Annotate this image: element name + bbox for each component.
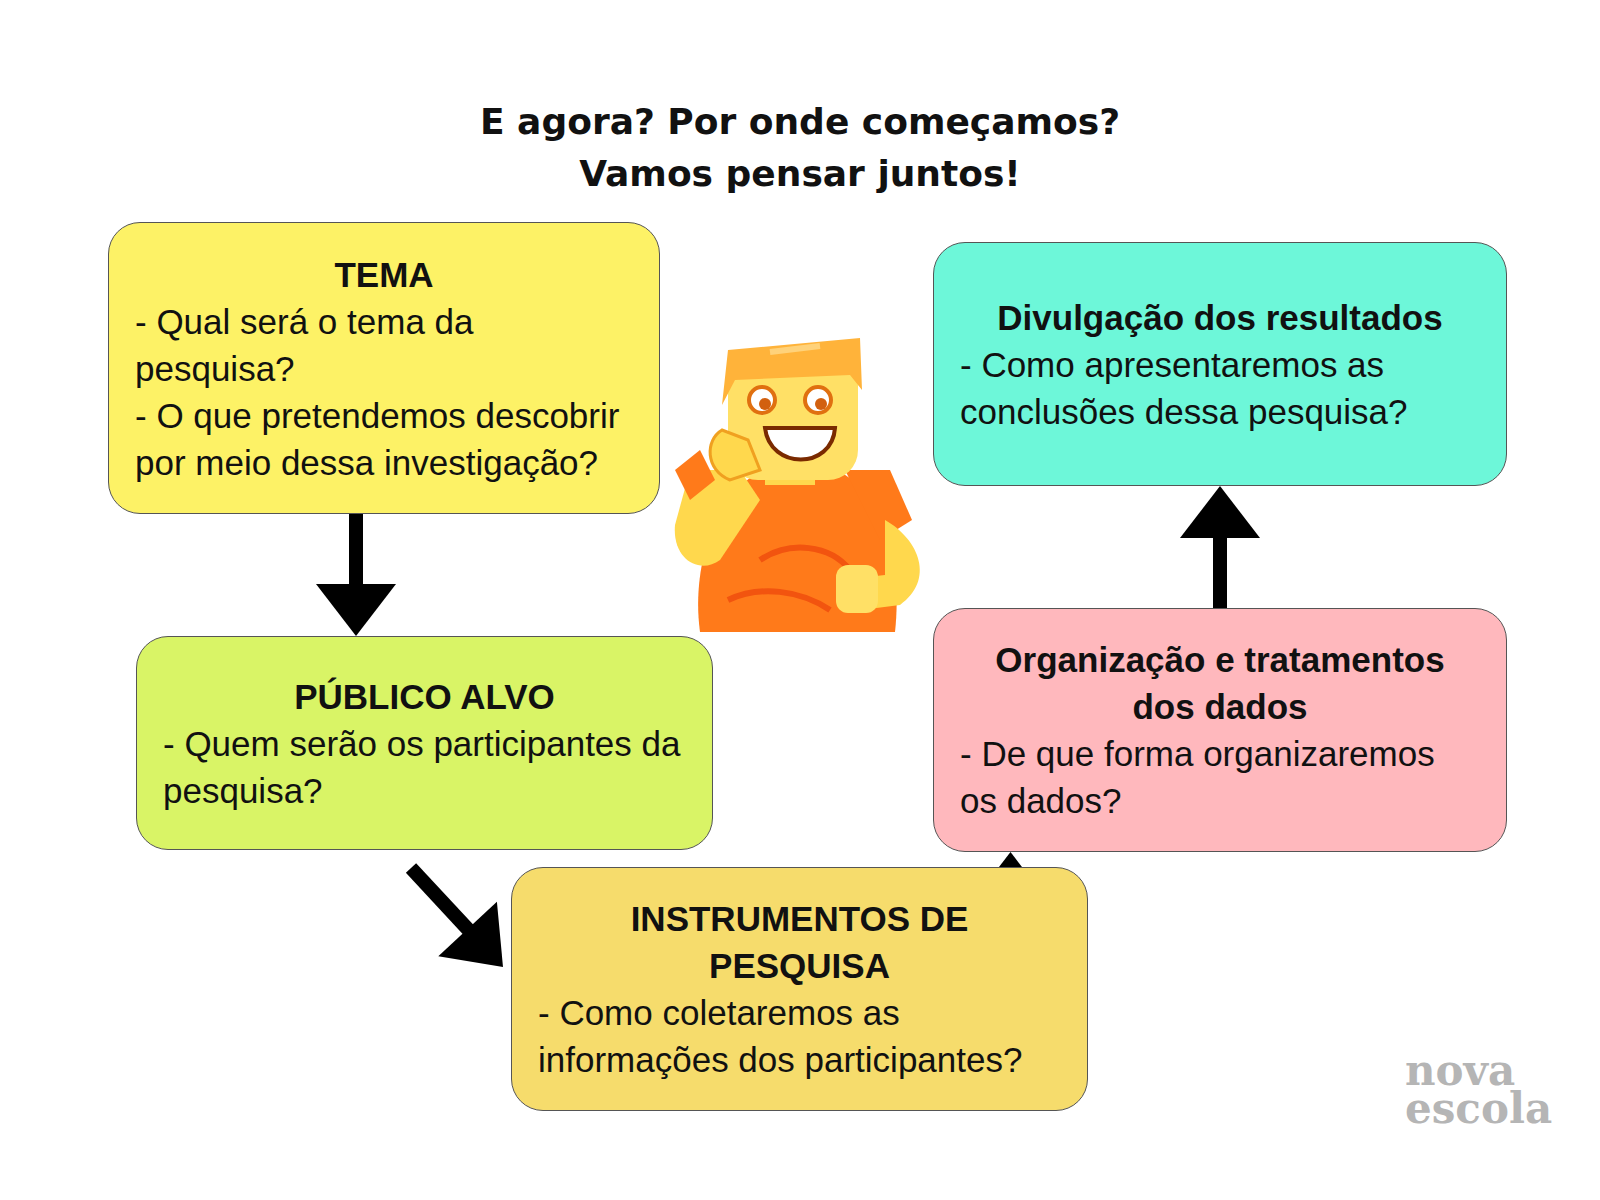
- arrow-shaft: [411, 868, 469, 930]
- watermark: nova escola: [1405, 1052, 1575, 1128]
- step-box: TEMA- Qual será o tema da pesquisa?- O q…: [108, 222, 660, 514]
- shoulder: [845, 470, 912, 540]
- arrow-head: [316, 584, 396, 636]
- body-line: [728, 591, 830, 610]
- arrow-shaft: [349, 514, 363, 586]
- hair-line: [770, 346, 820, 352]
- step-question: - De que forma organizaremos os dados?: [960, 730, 1480, 824]
- flow-arrow: [411, 868, 503, 967]
- step-question: - Como apresentaremos as conclusões dess…: [960, 341, 1480, 435]
- chin-hand: [710, 430, 760, 480]
- hair: [722, 338, 862, 405]
- eye: [749, 387, 775, 413]
- flow-arrow: [1180, 486, 1260, 608]
- arrow-shaft: [1213, 536, 1227, 608]
- step-heading: TEMA: [135, 251, 633, 298]
- step-box: Organização e tratamentos dos dados- De …: [933, 608, 1507, 852]
- diagram-title: E agora? Por onde começamos? Vamos pensa…: [410, 96, 1190, 200]
- step-heading: Organização e tratamentos dos dados: [960, 636, 1480, 730]
- step-heading: Divulgação dos resultados: [960, 294, 1480, 341]
- step-question: - O que pretendemos descobrir por meio d…: [135, 392, 633, 486]
- step-question: - Como coletaremos as informações dos pa…: [538, 989, 1061, 1083]
- step-question: - Qual será o tema da pesquisa?: [135, 298, 633, 392]
- eye: [805, 387, 831, 413]
- hand: [836, 565, 878, 613]
- arrow-head: [1180, 486, 1260, 538]
- step-heading: PÚBLICO ALVO: [163, 673, 686, 720]
- flow-arrow: [316, 514, 396, 636]
- step-box: Divulgação dos resultados- Como apresent…: [933, 242, 1507, 486]
- pupil: [759, 398, 771, 410]
- arrow-head: [438, 902, 503, 967]
- step-question: - Quem serão os participantes da pesquis…: [163, 720, 686, 814]
- smile: [765, 428, 835, 460]
- step-heading: INSTRUMENTOS DE PESQUISA: [538, 895, 1061, 989]
- pupil: [815, 398, 827, 410]
- step-box: INSTRUMENTOS DE PESQUISA- Como coletarem…: [511, 867, 1088, 1111]
- sleeve: [675, 450, 715, 500]
- step-box: PÚBLICO ALVO- Quem serão os participante…: [136, 636, 713, 850]
- body-line: [760, 548, 850, 570]
